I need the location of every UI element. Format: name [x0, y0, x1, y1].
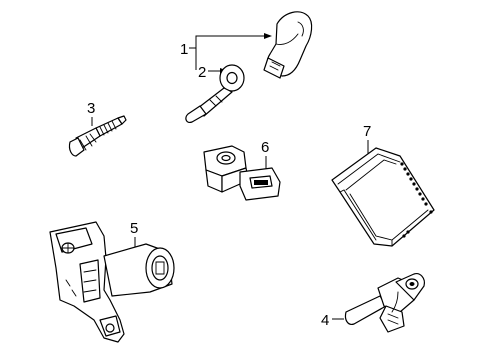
ignition-coil-icon: [185, 64, 245, 123]
callout-5-label: 5: [130, 220, 138, 237]
callout-1: 1: [180, 33, 272, 70]
callout-4: 4: [321, 312, 344, 329]
callout-7-label: 7: [363, 123, 371, 140]
spark-plug-icon: [68, 115, 127, 157]
callout-6-label: 6: [261, 139, 269, 156]
callout-5: 5: [130, 220, 138, 250]
ecm-pins: [400, 162, 433, 238]
knock-sensor-socket: [254, 180, 268, 185]
knock-sensor-icon: [203, 145, 281, 201]
camshaft-position-sensor-icon: [49, 221, 175, 343]
callout-1-leader: [189, 35, 266, 49]
callout-2-label: 2: [198, 64, 206, 81]
callout-1-arrow: [264, 33, 272, 39]
callout-4-label: 4: [321, 312, 329, 329]
engine-control-module-icon: [331, 147, 435, 247]
callout-3-label: 3: [87, 100, 95, 117]
crankshaft-position-sensor-icon: [344, 273, 425, 333]
callout-7: 7: [363, 123, 371, 156]
ignition-coil-connector-icon: [263, 11, 313, 79]
callout-1-label: 1: [180, 41, 188, 58]
callout-3: 3: [87, 100, 95, 126]
